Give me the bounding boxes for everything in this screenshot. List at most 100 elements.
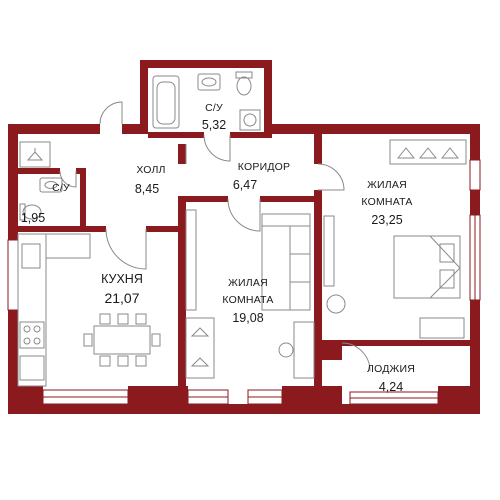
- bed-sheet: [429, 235, 461, 299]
- burner: [33, 325, 41, 333]
- bed: [393, 235, 461, 299]
- room-name-living-room-2-line2: КОМНАТА: [222, 294, 273, 306]
- sofa-seat: [289, 225, 311, 311]
- wall: [264, 60, 272, 132]
- sink-basin: [44, 181, 58, 189]
- wall: [148, 132, 204, 138]
- wall: [18, 168, 60, 174]
- washing-machine: [239, 109, 261, 131]
- room-name-hall: ХОЛЛ: [136, 164, 165, 176]
- room-name-corridor: КОРИДОР: [238, 161, 290, 173]
- sofa-back: [261, 213, 311, 227]
- sink-basin: [201, 77, 217, 87]
- wall: [186, 196, 228, 202]
- chair: [117, 355, 129, 367]
- toilet-tank: [19, 203, 26, 221]
- kitchen-counter: [17, 233, 47, 387]
- room-area-kitchen: 21,07: [104, 290, 139, 306]
- room-name-loggia: ЛОДЖИЯ: [367, 363, 415, 375]
- room-area-living-room-1: 23,25: [371, 213, 402, 227]
- hanger-icon: [190, 327, 210, 337]
- toilet: [22, 204, 42, 220]
- wall: [314, 190, 322, 386]
- room-area-bathroom-top: 5,32: [202, 118, 226, 132]
- chair: [135, 313, 147, 325]
- room-name-kitchen: КУХНЯ: [101, 272, 143, 286]
- room-name-bathroom-small: С/У: [52, 182, 70, 194]
- room-name-living-room-2-line1: ЖИЛАЯ: [228, 277, 268, 289]
- burner: [23, 325, 31, 333]
- hanger-icon: [440, 147, 460, 159]
- chair: [117, 313, 129, 325]
- chair: [151, 333, 161, 347]
- wall: [76, 168, 80, 174]
- kitchen-sink: [21, 243, 41, 269]
- door-swing: [99, 101, 123, 125]
- hanger-icon: [418, 147, 438, 159]
- room-name-living-room-1-line1: ЖИЛАЯ: [367, 179, 407, 191]
- window-lines: [43, 215, 476, 399]
- furniture: [17, 71, 467, 387]
- dresser: [419, 317, 465, 339]
- window: [7, 239, 19, 311]
- washing-machine-drum: [243, 113, 257, 127]
- wall: [18, 226, 106, 232]
- wall: [230, 132, 272, 138]
- wardrobe: [19, 141, 51, 168]
- wall: [140, 60, 148, 132]
- wardrobe: [389, 139, 467, 165]
- bathtub: [152, 75, 180, 129]
- wall: [264, 124, 480, 134]
- room-area-living-room-2: 19,08: [232, 311, 263, 325]
- armchair: [326, 294, 346, 314]
- pillow: [439, 269, 455, 289]
- door-swing: [341, 342, 371, 372]
- oven: [19, 355, 45, 381]
- door-swing: [59, 170, 77, 188]
- hanger-icon: [26, 148, 44, 161]
- wall: [122, 124, 148, 134]
- window: [469, 159, 481, 191]
- wall: [8, 124, 100, 134]
- hanger-icon: [396, 147, 416, 159]
- door-swing: [105, 228, 147, 270]
- room-name-living-room-1-line2: КОМНАТА: [361, 196, 412, 208]
- room-name-bathroom-top: С/У: [205, 102, 223, 114]
- toilet-tank: [235, 71, 253, 79]
- wall: [260, 196, 320, 202]
- door-swing: [317, 163, 345, 191]
- door-swing: [227, 198, 261, 232]
- wardrobe: [185, 317, 215, 379]
- bathtub-inner: [156, 81, 176, 125]
- shelf: [185, 209, 197, 311]
- chair: [83, 333, 93, 347]
- wall: [8, 404, 480, 414]
- toilet: [236, 76, 252, 96]
- wall: [146, 226, 184, 232]
- burner: [33, 337, 41, 345]
- desk: [293, 321, 315, 379]
- wall: [178, 196, 186, 386]
- room-area-corridor: 6,47: [233, 178, 257, 192]
- hanger-icon: [190, 357, 210, 367]
- wall: [140, 60, 272, 68]
- walls: [8, 60, 480, 414]
- sink: [197, 73, 221, 91]
- chair: [99, 313, 111, 325]
- room-area-bathroom-small: 1,95: [21, 211, 45, 225]
- room-labels: С/У 5,32 ХОЛЛ 8,45 КОРИДОР 6,47 ЖИЛАЯ КО…: [21, 102, 415, 394]
- room-area-hall: 8,45: [135, 182, 159, 196]
- burner: [23, 337, 31, 345]
- wall: [314, 340, 342, 360]
- room-area-loggia: 4,24: [379, 380, 403, 394]
- pillow: [439, 243, 455, 263]
- stove: [19, 321, 45, 349]
- dining-table: [93, 325, 151, 355]
- wall: [314, 134, 322, 164]
- door-swing: [203, 134, 231, 162]
- tv-stand: [323, 215, 335, 287]
- wall: [342, 340, 472, 346]
- wall: [80, 168, 86, 226]
- wall: [178, 144, 186, 164]
- sink: [39, 177, 63, 193]
